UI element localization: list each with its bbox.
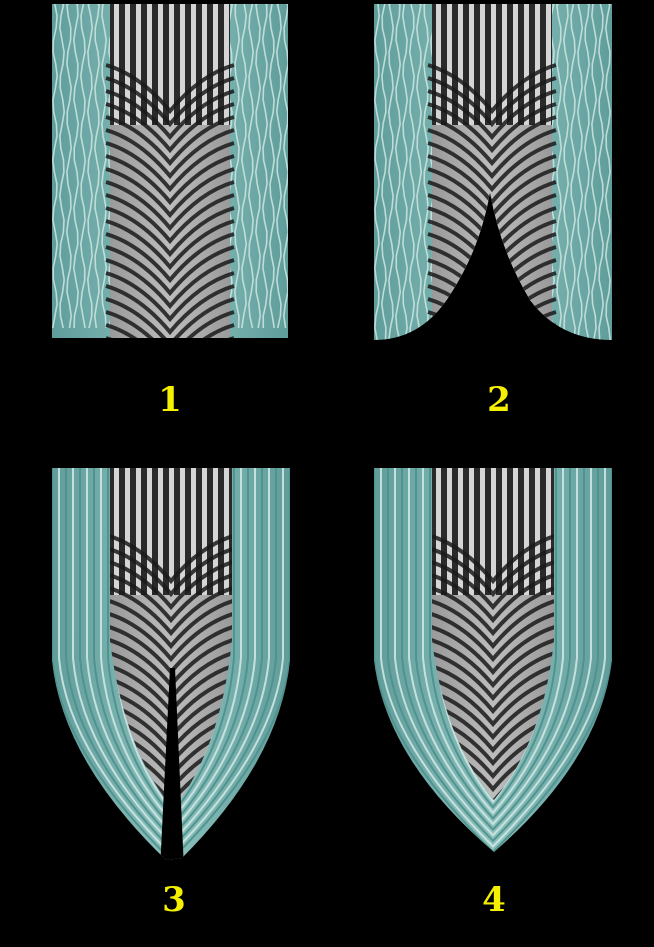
panel-4-pointed-closed bbox=[374, 468, 612, 868]
panel-3-label: 3 bbox=[154, 883, 194, 917]
panel-2-notched bbox=[374, 4, 612, 397]
panel-2-label: 2 bbox=[479, 383, 519, 417]
panel-4-label: 4 bbox=[474, 883, 514, 917]
panel-3-pointed-slit bbox=[52, 468, 290, 870]
panel-1-flat bbox=[52, 4, 288, 397]
panel-1-label: 1 bbox=[150, 383, 190, 417]
